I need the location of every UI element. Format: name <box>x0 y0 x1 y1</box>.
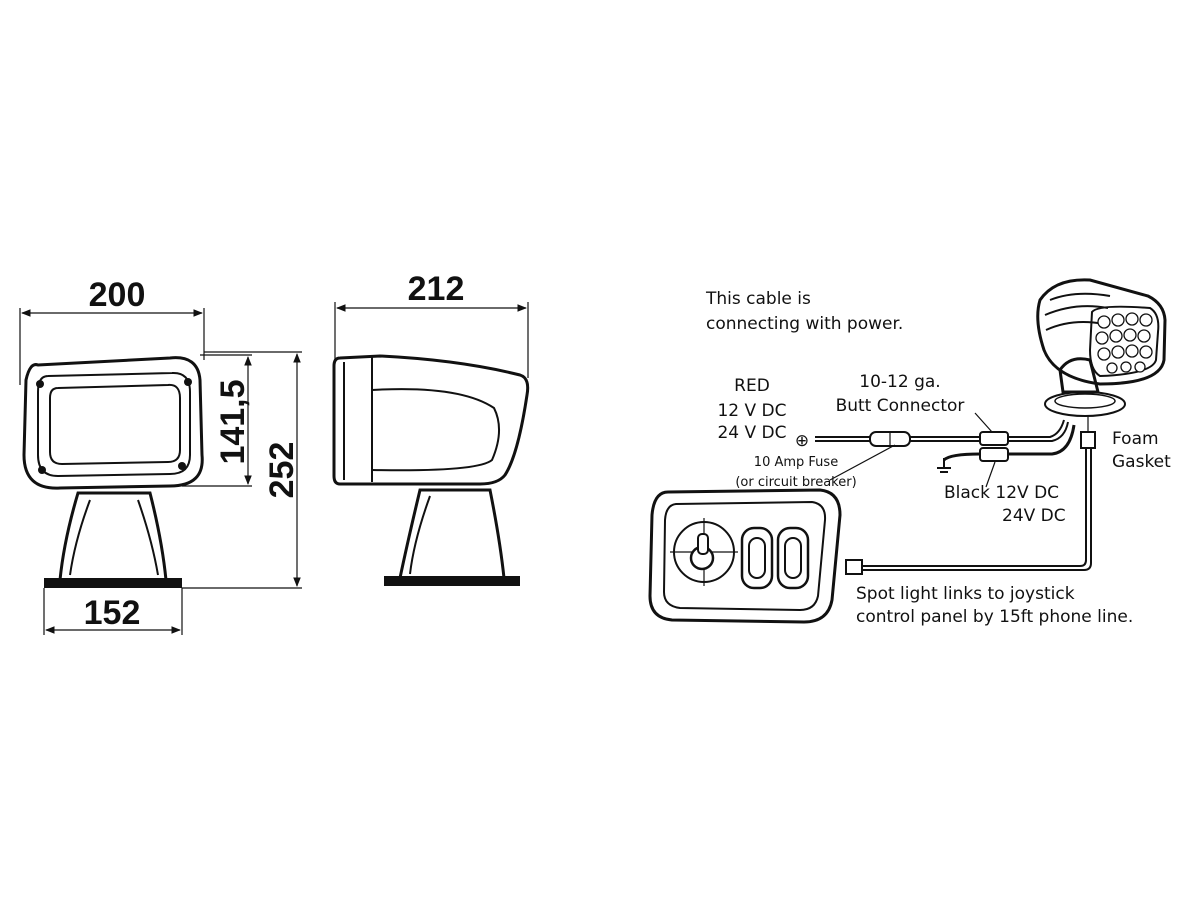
dimension-label-212: 212 <box>408 270 465 308</box>
dimension-light-height: 141,5 <box>182 354 252 487</box>
foam-gasket-line1: Foam <box>1112 429 1159 449</box>
red-cable <box>815 412 1069 481</box>
rocker-switch-left <box>740 526 774 590</box>
black-voltage-24: 24V DC <box>1002 506 1066 526</box>
positive-terminal-icon: ⊕ <box>795 431 809 451</box>
front-lamp-housing <box>22 356 204 490</box>
red-voltage-12: 12 V DC <box>717 401 786 421</box>
fuse-label-line1: 10 Amp Fuse <box>754 455 838 470</box>
dimension-side-width: 212 <box>334 270 529 378</box>
spot-light-unit <box>1036 278 1167 417</box>
spot-light-lens <box>1088 305 1160 378</box>
joystick-control-panel <box>648 488 842 624</box>
led-array <box>1095 312 1153 374</box>
dimension-label-252: 252 <box>263 442 301 499</box>
dimension-label-200: 200 <box>89 276 146 314</box>
rocker-switch-right <box>776 526 810 590</box>
black-wire-label: Black 12V DC <box>944 483 1059 503</box>
cable-note-line1: This cable is <box>705 289 811 309</box>
front-base-plate <box>44 578 182 588</box>
joystick-knob <box>670 518 738 586</box>
screw-icon <box>38 466 46 474</box>
phone-line-note-line1: Spot light links to joystick <box>856 584 1075 604</box>
screw-icon <box>36 380 44 388</box>
spot-light-housing <box>1036 278 1167 386</box>
screw-icon <box>184 378 192 386</box>
fuse-label-line2: (or circuit breaker) <box>735 475 856 490</box>
side-base-plate <box>384 576 520 586</box>
side-view: 212 <box>332 270 530 586</box>
red-voltage-24: 24 V DC <box>717 423 786 443</box>
front-view: 200 141,5 252 <box>19 276 302 635</box>
red-wire-label: RED <box>734 376 770 396</box>
side-lamp-housing <box>332 354 530 486</box>
screw-icon <box>178 462 186 470</box>
dimension-label-141-5: 141,5 <box>214 379 252 464</box>
butt-connector-red-icon <box>979 431 1009 446</box>
dimension-front-width: 200 <box>19 276 205 385</box>
foam-gasket-line2: Gasket <box>1112 452 1171 472</box>
rj-connector-panel-icon <box>845 559 863 575</box>
rj-connector-top-icon <box>1080 431 1096 449</box>
dimension-base-width: 152 <box>43 588 183 635</box>
butt-connector-gauge: 10-12 ga. <box>859 372 940 392</box>
dimension-total-height: 252 <box>182 351 302 589</box>
phone-cable <box>845 400 1096 575</box>
butt-connector-black-icon <box>979 447 1009 462</box>
wiring-diagram: This cable is connecting with power. RED… <box>648 278 1171 627</box>
dimension-label-152: 152 <box>84 594 141 632</box>
phone-line-note-line2: control panel by 15ft phone line. <box>856 607 1133 627</box>
front-lens <box>49 383 181 466</box>
cable-note-line2: connecting with power. <box>706 314 903 334</box>
side-pedestal <box>398 488 506 580</box>
butt-connector-label: Butt Connector <box>836 396 965 416</box>
black-cable <box>937 424 1076 488</box>
